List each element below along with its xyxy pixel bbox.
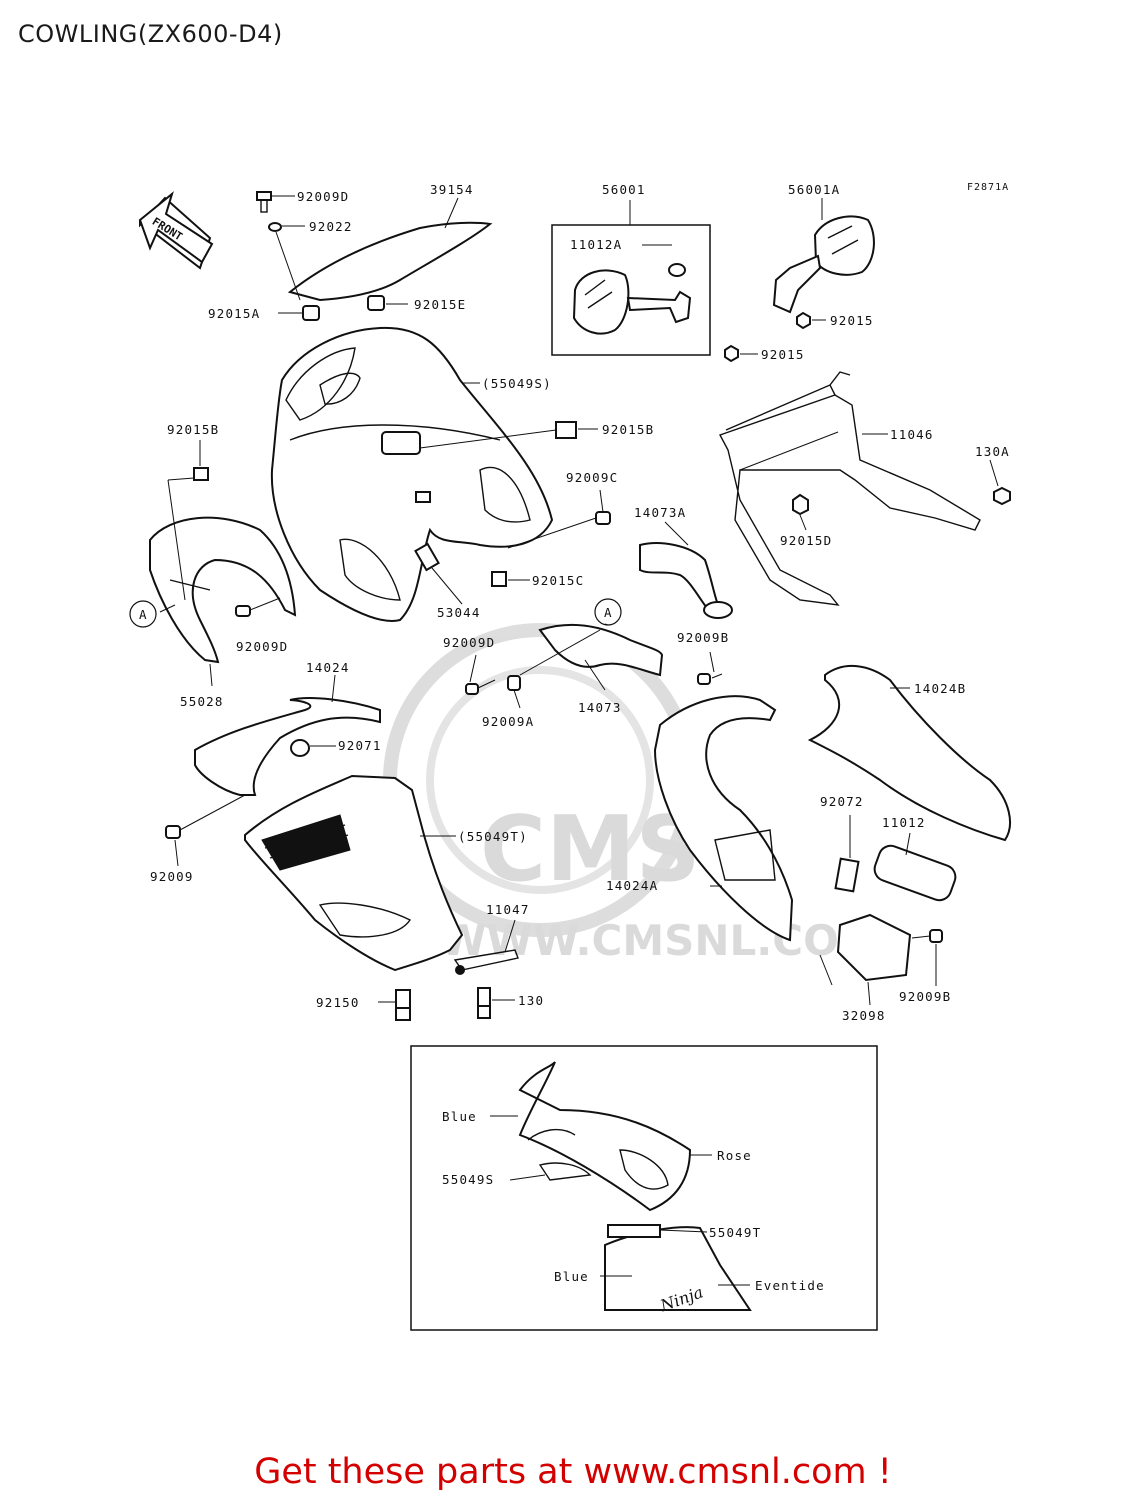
watermark-url-text: WWW.CMSNL.COM (440, 916, 881, 965)
label-92009C: 92009C (566, 470, 618, 485)
label-92009: 92009 (150, 869, 194, 884)
duct-14073 (519, 623, 664, 691)
label-11047: 11047 (486, 902, 530, 917)
label-92071: 92071 (338, 738, 382, 753)
mirror-56001-box (551, 200, 711, 356)
label-56001: 56001 (602, 182, 646, 197)
label-56001A: 56001A (788, 182, 840, 197)
label-92150: 92150 (316, 995, 360, 1010)
label-39154: 39154 (430, 182, 474, 197)
bracket-11046 (718, 371, 1011, 606)
label-55049T: (55049T) (458, 829, 528, 844)
color-inset (410, 1045, 878, 1331)
inset-label-55049T: 55049T (709, 1225, 761, 1240)
label-92072: 92072 (820, 794, 864, 809)
lower-cowling-55049T (244, 774, 464, 972)
panel-14024B (807, 664, 1011, 842)
label-92015B-left: 92015B (167, 422, 219, 437)
promo-link[interactable]: Get these parts at www.cmsnl.com ! (254, 1452, 892, 1492)
mirror-56001A (724, 198, 875, 363)
upper-cowling-55049S (270, 326, 554, 622)
label-32098: 32098 (842, 1008, 886, 1023)
inset-label-55049S: 55049S (442, 1172, 494, 1187)
inset-label-blue-lower: Blue (554, 1269, 589, 1284)
label-92009B-mid: 92009B (677, 630, 729, 645)
inner-cover-55028 (149, 440, 297, 687)
callout-a-mid-text: A (604, 605, 613, 620)
label-11046: 11046 (890, 427, 934, 442)
label-55028: 55028 (180, 694, 224, 709)
figure-code: F2871A (967, 182, 1009, 193)
inset-label-rose: Rose (717, 1148, 752, 1163)
part-39154-cover (287, 197, 493, 302)
label-92022: 92022 (309, 219, 353, 234)
label-92015D: 92015D (780, 533, 832, 548)
label-55049S: (55049S) (482, 376, 552, 391)
label-92015C: 92015C (532, 573, 584, 588)
label-92015A: 92015A (208, 306, 260, 321)
screws-mid (465, 654, 521, 709)
duct-14073A (639, 521, 733, 619)
small-parts-right (819, 815, 957, 1006)
panel-14024 (165, 674, 381, 867)
label-11012: 11012 (882, 815, 926, 830)
label-92015-r1: 92015 (830, 313, 874, 328)
label-92009D-mid: 92009D (443, 635, 495, 650)
label-130: 130 (518, 993, 544, 1008)
label-92009B-bot: 92009B (899, 989, 951, 1004)
callout-a-left-text: A (139, 607, 148, 622)
label-92015-r2: 92015 (761, 347, 805, 362)
screw-92009C (507, 489, 611, 549)
label-14073A: 14073A (634, 505, 686, 520)
label-53044: 53044 (437, 605, 481, 620)
part-labels: 92009D 39154 92022 56001 56001A 11012A 9… (150, 182, 1010, 1023)
label-14024B: 14024B (914, 681, 966, 696)
label-92009D-left: 92009D (236, 639, 288, 654)
label-92009A: 92009A (482, 714, 534, 729)
page-title: COWLING(ZX600-D4) (18, 20, 283, 48)
watermark-logo-text: CMS (480, 797, 700, 902)
inner-panel-14024A (653, 651, 794, 942)
clip-92015B-mid (419, 421, 598, 449)
label-92015B-mid: 92015B (602, 422, 654, 437)
label-92015E: 92015E (414, 297, 466, 312)
label-14024: 14024 (306, 660, 350, 675)
clip-92015C (491, 571, 530, 587)
inset-label-blue-upper: Blue (442, 1109, 477, 1124)
label-14073: 14073 (578, 700, 622, 715)
bracket-11047 (378, 919, 519, 1021)
label-11012A: 11012A (570, 237, 622, 252)
label-14024A: 14024A (606, 878, 658, 893)
fasteners-top-left (256, 191, 408, 321)
front-arrow: FRONT (138, 191, 214, 270)
inset-label-eventide: Eventide (755, 1278, 825, 1293)
callout-a-left (129, 600, 157, 628)
label-130A: 130A (975, 444, 1010, 459)
cms-watermark: CMS WWW.CMSNL.COM (383, 623, 881, 965)
part-53044 (414, 542, 463, 605)
label-92009D-top: 92009D (297, 189, 349, 204)
